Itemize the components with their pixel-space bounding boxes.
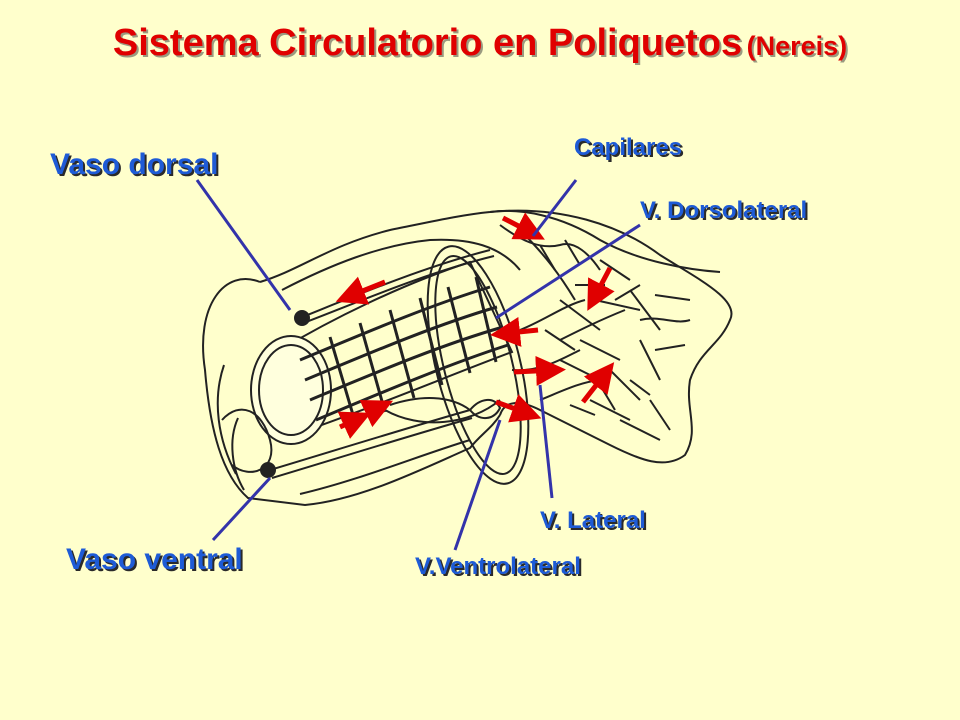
segment-septum [426,245,530,485]
parapodium-capillaries [489,209,733,464]
label-pointers [195,179,641,551]
flow-arrow-parapodium-1 [587,266,615,311]
flow-arrow-lateral [513,355,566,386]
flow-arrow-ventrolateral [495,394,542,423]
flow-arrow-ventral-2 [359,399,394,428]
worm-body-outline [202,209,721,507]
title-main: Sistema Circulatorio en Poliquetos [112,22,743,64]
label-vaso-dorsal: Vaso dorsal [50,148,219,181]
label-capilares: Capilares [574,134,683,161]
flow-arrow-parapodium-2 [581,362,615,404]
intestine [250,260,514,445]
flow-arrows [335,212,615,439]
flow-arrow-capillaries [501,212,545,240]
pointer-v-dorsolateral [495,223,641,320]
label-vaso-ventral: Vaso ventral [66,543,243,576]
pointer-vaso-dorsal [195,179,292,311]
pointer-vaso-ventral [211,476,272,542]
slide-title: Sistema Circulatorio en Poliquetos (Nere… [0,22,960,65]
label-v-dorsolateral: V. Dorsolateral [640,197,808,224]
pointer-v-lateral [538,384,554,499]
title-sub: (Nereis) [746,31,848,61]
label-v-lateral: V. Lateral [540,507,646,534]
pointer-v-ventrolateral [453,419,502,551]
flow-arrow-ventral-1 [337,411,372,439]
pointer-capilares [531,179,578,237]
flow-arrow-dorsal [335,276,386,305]
label-v-ventrolateral: V.Ventrolateral [415,553,581,580]
vessels [221,249,502,479]
flow-arrow-septum [490,316,539,347]
